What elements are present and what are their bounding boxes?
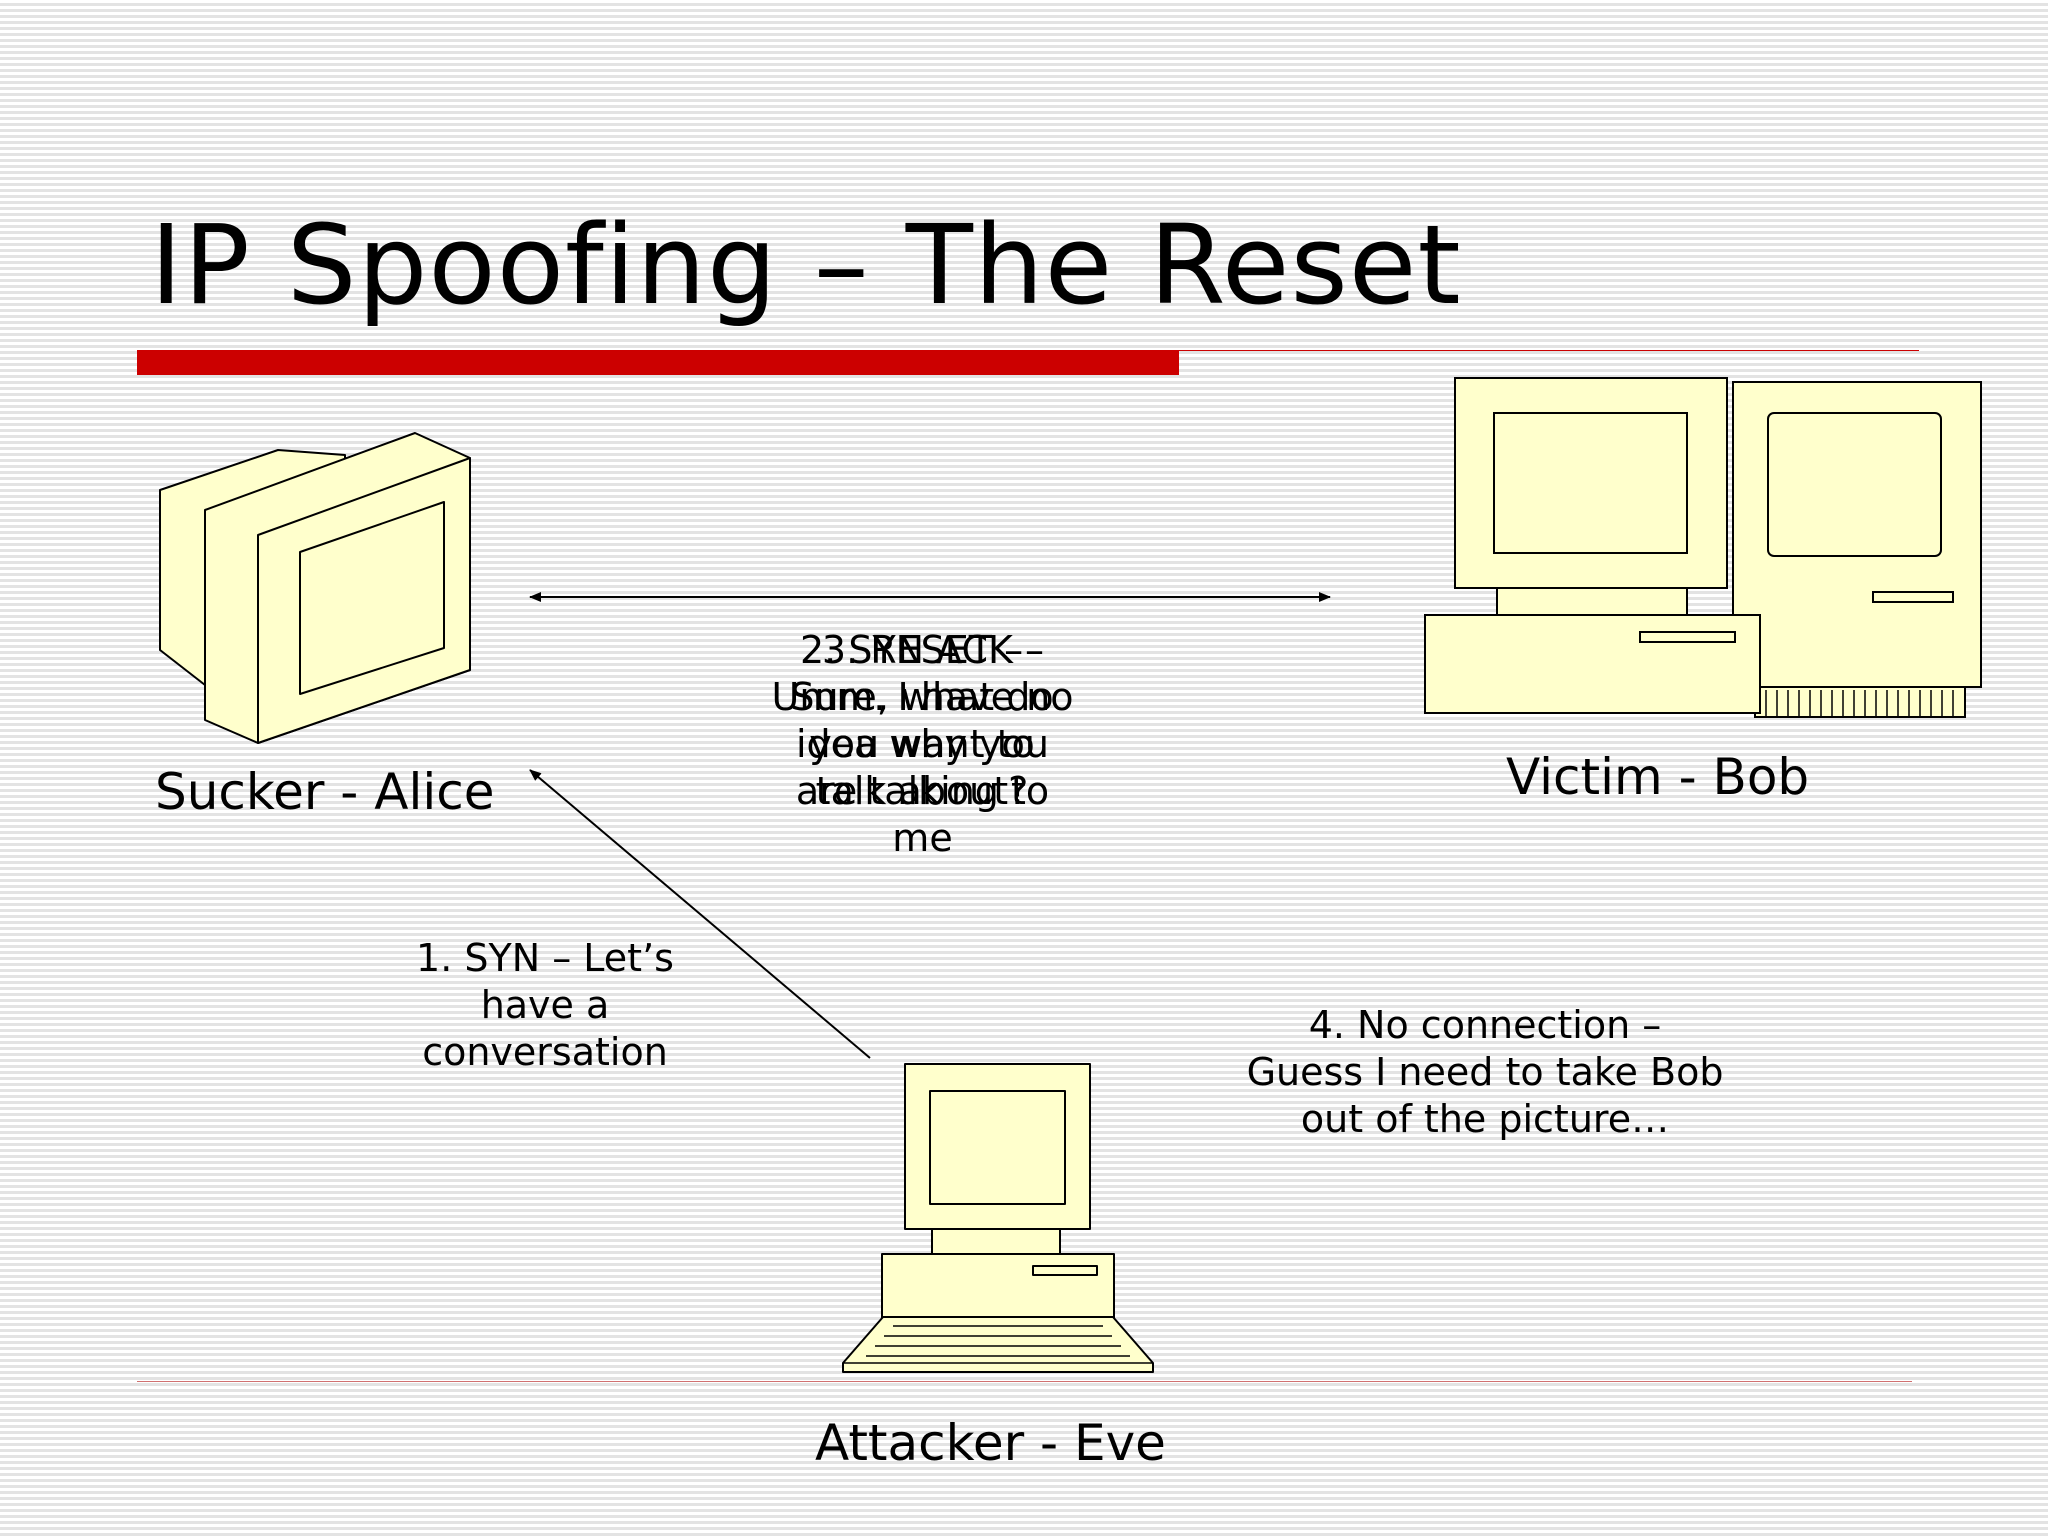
syn-message: 1. SYN – Let’s have a conversation (416, 936, 674, 1074)
title-underline-thin (1179, 350, 1919, 351)
no-connection-message: 4. No connection – Guess I need to take … (1246, 1003, 1724, 1141)
slide-title: IP Spoofing – The Reset (150, 201, 1462, 329)
eve-label: Attacker - Eve (815, 1414, 1166, 1472)
syn-ack-message: 2. SYN ACK – Sure, what do you want to t… (790, 628, 1054, 813)
bob-label: Victim - Bob (1506, 748, 1810, 806)
desktop-computer-icon (1424, 377, 1982, 718)
footer-divider (137, 1381, 1912, 1382)
crt-monitor-icon (159, 432, 471, 744)
title-underline-thick (137, 350, 1179, 375)
reset-message: 3. RESET – Umm. I have no idea why you a… (771, 628, 1074, 860)
personal-computer-icon (842, 1063, 1154, 1373)
alice-label: Sucker - Alice (155, 763, 495, 821)
